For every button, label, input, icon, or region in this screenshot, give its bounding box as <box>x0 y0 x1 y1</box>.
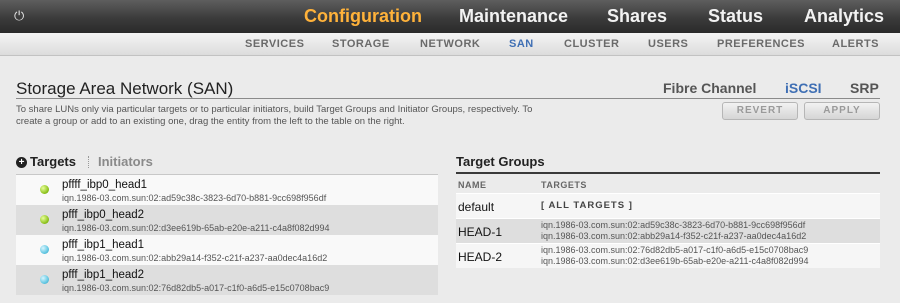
target-name: pfff_ibp1_head1 <box>62 239 145 251</box>
group-all-targets: [ ALL TARGETS ] <box>541 200 633 211</box>
target-row[interactable]: pfff_ibp1_head1 iqn.1986-03.com.sun:02:a… <box>16 235 438 265</box>
title-divider <box>16 98 880 99</box>
protocol-srp[interactable]: SRP <box>850 80 879 96</box>
table-header-row: NAME TARGETS <box>456 177 880 193</box>
apply-button[interactable]: APPLY <box>804 102 880 120</box>
tab-configuration[interactable]: Configuration <box>304 6 422 26</box>
target-iqn: iqn.1986-03.com.sun:02:abb29a14-f352-c21… <box>62 253 328 263</box>
target-iqn: iqn.1986-03.com.sun:02:76d82db5-a017-c1f… <box>62 283 330 293</box>
target-groups-title: Target Groups <box>456 154 545 169</box>
target-iqn: iqn.1986-03.com.sun:02:ad59c38c-3823-6d7… <box>62 193 327 203</box>
target-row[interactable]: pffff_ibp0_head1 iqn.1986-03.com.sun:02:… <box>16 175 438 205</box>
targets-list: pffff_ibp0_head1 iqn.1986-03.com.sun:02:… <box>16 174 438 295</box>
revert-button[interactable]: REVERT <box>722 102 798 120</box>
protocol-fibre-channel[interactable]: Fibre Channel <box>663 80 757 96</box>
target-name: pfff_ibp1_head2 <box>62 269 145 281</box>
column-name-header: NAME <box>458 180 487 190</box>
subtab-san[interactable]: SAN <box>509 38 534 50</box>
target-row[interactable]: pfff_ibp0_head2 iqn.1986-03.com.sun:02:d… <box>16 205 438 235</box>
group-target-iqn: iqn.1986-03.com.sun:02:ad59c38c-3823-6d7… <box>541 220 806 230</box>
page-description: To share LUNs only via particular target… <box>16 104 533 127</box>
target-row[interactable]: pfff_ibp1_head2 iqn.1986-03.com.sun:02:7… <box>16 265 438 295</box>
subtab-cluster[interactable]: CLUSTER <box>564 38 620 50</box>
group-row[interactable]: default [ ALL TARGETS ] <box>456 193 880 218</box>
group-target-iqn: iqn.1986-03.com.sun:02:d3ee619b-65ab-e20… <box>541 256 809 266</box>
status-standby-icon <box>40 275 49 284</box>
page-title: Storage Area Network (SAN) <box>16 79 234 98</box>
power-icon[interactable]: ⏻ <box>14 8 25 23</box>
subtab-services[interactable]: SERVICES <box>245 38 305 50</box>
group-row[interactable]: HEAD-1 iqn.1986-03.com.sun:02:ad59c38c-3… <box>456 218 880 243</box>
target-name: pfff_ibp0_head2 <box>62 209 145 221</box>
status-online-icon <box>40 215 49 224</box>
subtab-network[interactable]: NETWORK <box>420 38 481 50</box>
groups-divider <box>456 172 880 174</box>
tab-shares[interactable]: Shares <box>607 6 668 26</box>
target-iqn: iqn.1986-03.com.sun:02:d3ee619b-65ab-e20… <box>62 223 330 233</box>
add-icon[interactable]: + <box>16 157 27 168</box>
column-targets-header: TARGETS <box>541 180 587 190</box>
subtab-storage[interactable]: STORAGE <box>332 38 390 50</box>
group-row[interactable]: HEAD-2 iqn.1986-03.com.sun:02:76d82db5-a… <box>456 243 880 268</box>
initiators-header[interactable]: Initiators <box>98 154 153 169</box>
status-online-icon <box>40 185 49 194</box>
subtab-preferences[interactable]: PREFERENCES <box>717 38 806 50</box>
header-separator <box>88 156 90 168</box>
top-navigation-bar: ⏻ Configuration Maintenance Shares Statu… <box>0 0 900 33</box>
subtab-alerts[interactable]: ALERTS <box>832 38 879 50</box>
sub-navigation-bar: SERVICES STORAGE NETWORK SAN CLUSTER USE… <box>0 33 900 56</box>
group-name: HEAD-1 <box>458 225 503 239</box>
tab-maintenance[interactable]: Maintenance <box>459 6 569 26</box>
tab-analytics[interactable]: Analytics <box>804 6 885 26</box>
target-groups-table: NAME TARGETS default [ ALL TARGETS ] HEA… <box>456 177 880 268</box>
group-target-iqn: iqn.1986-03.com.sun:02:abb29a14-f352-c21… <box>541 231 807 241</box>
group-target-iqn: iqn.1986-03.com.sun:02:76d82db5-a017-c1f… <box>541 245 809 255</box>
targets-label: Targets <box>30 154 76 169</box>
group-name: HEAD-2 <box>458 250 503 264</box>
subtab-users[interactable]: USERS <box>648 38 689 50</box>
protocol-iscsi[interactable]: iSCSI <box>785 80 822 96</box>
status-standby-icon <box>40 245 49 254</box>
group-name: default <box>458 200 495 214</box>
targets-header[interactable]: +Targets <box>16 154 76 169</box>
tab-status[interactable]: Status <box>708 6 764 26</box>
target-name: pffff_ibp0_head1 <box>62 179 148 191</box>
